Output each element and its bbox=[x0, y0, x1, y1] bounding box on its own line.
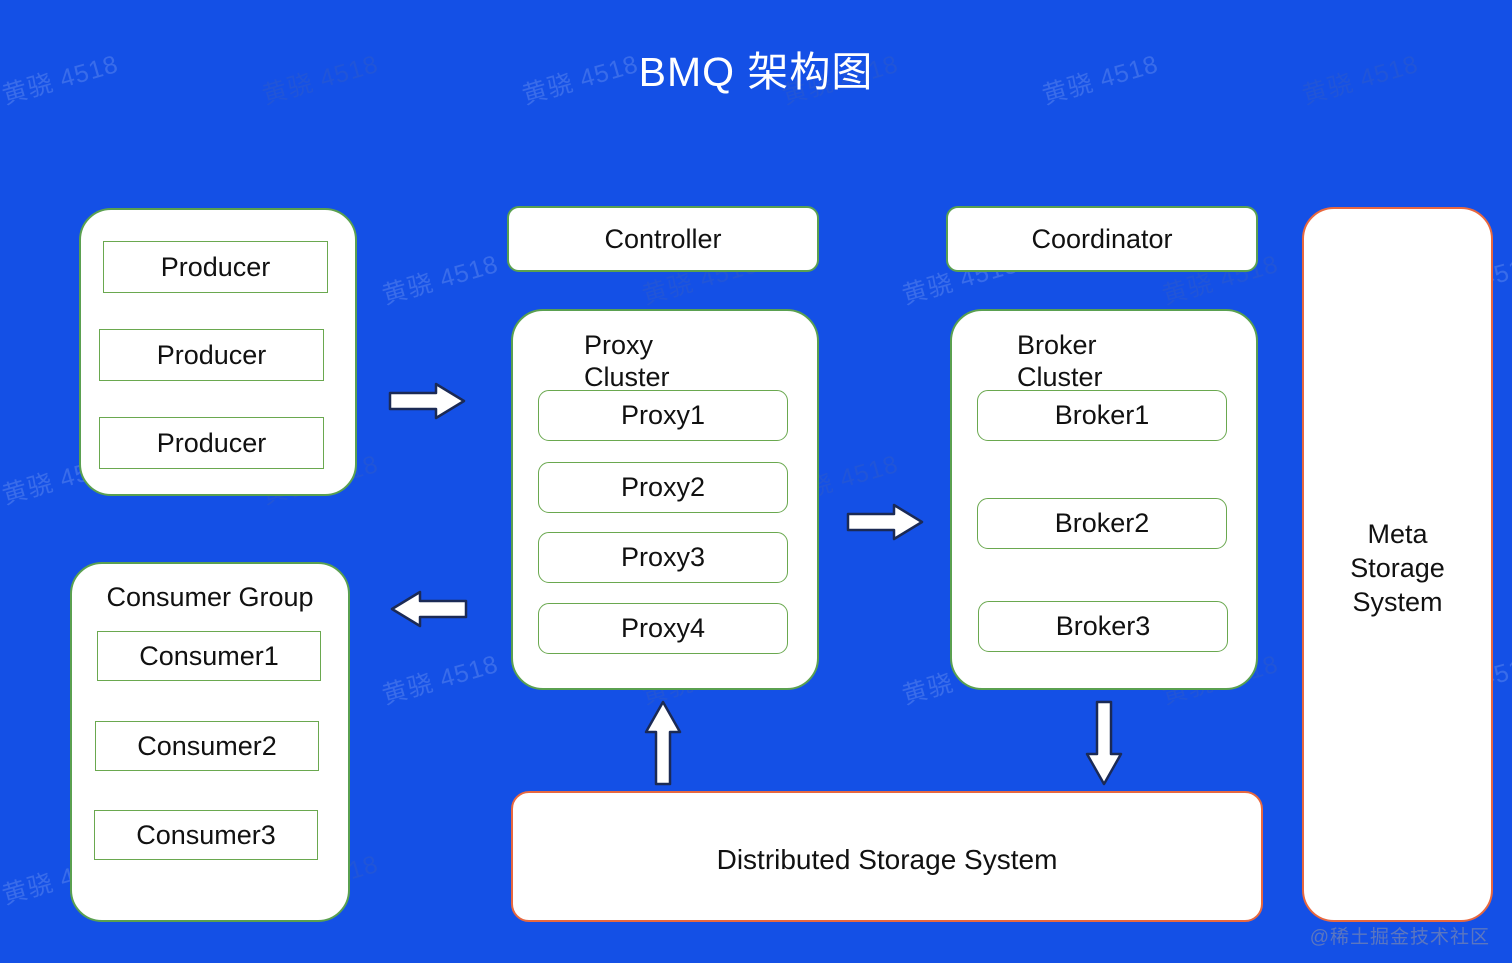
producer-item-2: Producer bbox=[99, 329, 324, 381]
proxy-item-label: Proxy1 bbox=[620, 400, 706, 430]
consumer-item-label: Consumer3 bbox=[136, 819, 276, 850]
consumer-item-label: Consumer2 bbox=[137, 730, 277, 761]
broker-item-label: Broker2 bbox=[1054, 508, 1150, 538]
distributed-storage-box bbox=[511, 791, 1263, 922]
broker-item-2: Broker2 bbox=[977, 498, 1227, 549]
arrow-storage-to-proxy bbox=[643, 700, 683, 786]
broker-item-label: Broker3 bbox=[1055, 611, 1151, 641]
producer-item-3: Producer bbox=[99, 417, 324, 469]
controller-box: Controller bbox=[507, 206, 819, 272]
consumer-item-label: Consumer1 bbox=[139, 640, 279, 671]
arrow-proxy-to-broker bbox=[846, 502, 924, 542]
footer-credit: @稀土掘金技术社区 bbox=[1309, 927, 1490, 948]
consumer-item-3: Consumer3 bbox=[94, 810, 318, 860]
proxy-item-label: Proxy2 bbox=[620, 472, 706, 502]
proxy-cluster-label: Proxy Cluster bbox=[584, 330, 670, 392]
meta-storage-label: Meta Storage System bbox=[1350, 519, 1445, 617]
watermark-text: 黄骁 4518 bbox=[379, 249, 502, 310]
producer-item-label: Producer bbox=[160, 251, 271, 282]
distributed-storage-label: Distributed Storage System bbox=[716, 844, 1058, 875]
meta-storage-box bbox=[1302, 207, 1493, 922]
proxy-item-2: Proxy2 bbox=[538, 462, 788, 513]
proxy-item-3: Proxy3 bbox=[538, 532, 788, 583]
consumer-item-1: Consumer1 bbox=[97, 631, 321, 681]
watermark-text: 黄骁 4518 bbox=[379, 649, 502, 710]
broker-item-3: Broker3 bbox=[978, 601, 1228, 652]
arrow-proxy-to-consumer bbox=[390, 589, 468, 629]
producer-item-1: Producer bbox=[103, 241, 328, 293]
controller-label: Controller bbox=[604, 223, 722, 254]
coordinator-box: Coordinator bbox=[946, 206, 1258, 272]
consumer-item-2: Consumer2 bbox=[95, 721, 319, 771]
coordinator-label: Coordinator bbox=[1031, 223, 1173, 254]
page-title: BMQ 架构图 bbox=[638, 49, 874, 95]
proxy-item-label: Proxy4 bbox=[620, 613, 706, 643]
proxy-item-label: Proxy3 bbox=[620, 542, 706, 572]
broker-cluster-label: Broker Cluster bbox=[1017, 330, 1103, 392]
arrow-producer-to-proxy bbox=[388, 381, 466, 421]
consumer-group-heading: Consumer Group bbox=[106, 582, 314, 612]
proxy-item-4: Proxy4 bbox=[538, 603, 788, 654]
producer-item-label: Producer bbox=[156, 339, 267, 370]
broker-item-label: Broker1 bbox=[1054, 400, 1150, 430]
arrow-broker-to-storage bbox=[1084, 700, 1124, 786]
proxy-item-1: Proxy1 bbox=[538, 390, 788, 441]
producer-item-label: Producer bbox=[156, 427, 267, 458]
broker-item-1: Broker1 bbox=[977, 390, 1227, 441]
